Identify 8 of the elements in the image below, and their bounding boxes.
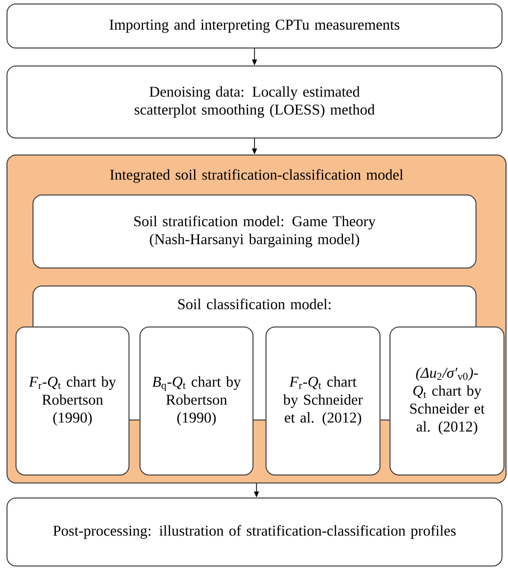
process-box: Soil stratification model: Game Theory (Nash-Harsanyi bargaining model) xyxy=(32,194,476,268)
chart-box: F$_{r}$-Q$_{t}$ chart by Robertson (1990) xyxy=(16,326,130,476)
process-box: Denoising data: Locally estimated scatterplot smoothing (LOESS) method xyxy=(6,66,502,138)
chart-box: (Δu$_{2}$/σ′$_{v0}$)-Q$_{t}$ chart by Schneider et al. (2012) xyxy=(390,326,504,476)
chart-box: F$_{r}$-Q$_{t}$ chart by Schneider et al. (2012) xyxy=(266,326,380,476)
process-box: Importing and interpreting CPTu measurements xyxy=(6,4,502,48)
chart-box: B$_{q}$-Q$_{t}$ chart by Robertson (1990) xyxy=(140,326,254,476)
process-box: Post-processing: illustration of stratification-classification profiles xyxy=(6,498,502,566)
